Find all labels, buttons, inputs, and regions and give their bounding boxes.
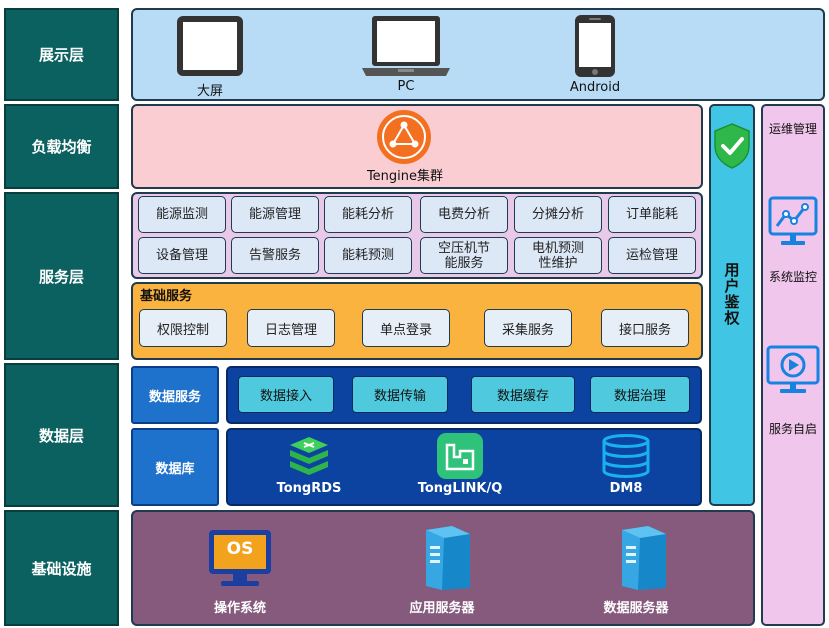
- layer-infra: 基础设施: [4, 510, 119, 626]
- infra-application-server: 应用服务器: [409, 601, 475, 616]
- user-auth-panel: [709, 104, 755, 506]
- data-cache: 数据缓存: [471, 376, 575, 413]
- base-permission-control: 权限控制: [139, 309, 227, 347]
- service-order-energy: 订单能耗: [608, 196, 696, 233]
- ops-service-autostart: 服务自启: [768, 422, 817, 436]
- user-auth-label: 用户鉴权: [722, 262, 741, 326]
- device-label-bigscreen: 大屏: [196, 84, 223, 99]
- ops-title: 运维管理: [768, 122, 817, 136]
- tonglinkq-label: TongLINK/Q: [417, 481, 503, 496]
- service-electricity-analysis: 电费分析: [420, 196, 508, 233]
- application-server-icon: [412, 524, 474, 592]
- dm8-label: DM8: [609, 481, 643, 496]
- business-services-panel: [131, 192, 703, 279]
- service-motor-maintenance: 电机预测性维护: [514, 237, 602, 274]
- base-log-management: 日志管理: [247, 309, 335, 347]
- display-panel: [131, 8, 825, 101]
- laptop-icon: [360, 14, 452, 78]
- tengine-cluster-icon: [376, 109, 432, 165]
- service-restart-icon: [766, 345, 820, 395]
- infra-operating-system: 操作系统: [213, 601, 266, 616]
- data-service-label: 数据服务: [148, 389, 201, 405]
- tablet-icon: [175, 14, 245, 78]
- database-label-box: 数据库: [131, 428, 219, 506]
- tonglinkq-icon: [436, 432, 484, 480]
- tongrds-icon: [286, 433, 332, 479]
- service-allocation-analysis: 分摊分析: [514, 196, 602, 233]
- dm8-database-icon: [601, 434, 651, 478]
- service-alarm: 告警服务: [231, 237, 319, 274]
- layer-load-balance: 负载均衡: [4, 104, 119, 189]
- service-air-compressor: 空压机节能服务: [420, 237, 508, 274]
- ops-system-monitor: 系统监控: [768, 270, 817, 284]
- tengine-cluster-label: Tengine集群: [366, 169, 444, 184]
- service-device-management: 设备管理: [138, 237, 226, 274]
- data-access: 数据接入: [238, 376, 334, 413]
- phone-icon: [573, 13, 617, 79]
- base-collection-service: 采集服务: [484, 309, 572, 347]
- service-energy-management: 能源管理: [231, 196, 319, 233]
- base-interface-service: 接口服务: [601, 309, 689, 347]
- data-service-label-box: 数据服务: [131, 366, 219, 424]
- device-label-android: Android: [569, 80, 621, 95]
- database-label: 数据库: [155, 461, 195, 477]
- os-icon: [207, 528, 273, 588]
- data-transmission: 数据传输: [352, 376, 448, 413]
- tongrds-label: TongRDS: [276, 481, 342, 496]
- service-energy-monitoring: 能源监测: [138, 196, 226, 233]
- service-energy-analysis: 能耗分析: [324, 196, 412, 233]
- user-auth-label-wrap: 用户鉴权: [709, 262, 755, 326]
- os-icon-text: OS: [226, 539, 254, 559]
- service-energy-forecast: 能耗预测: [324, 237, 412, 274]
- service-inspection-management: 运检管理: [608, 237, 696, 274]
- base-single-sign-on: 单点登录: [362, 309, 450, 347]
- data-server-icon: [608, 524, 670, 592]
- system-monitor-icon: [768, 196, 818, 248]
- layer-service: 服务层: [4, 192, 119, 360]
- data-governance: 数据治理: [590, 376, 690, 413]
- base-services-title: 基础服务: [140, 289, 193, 304]
- layer-display: 展示层: [4, 8, 119, 101]
- shield-check-icon: [712, 122, 752, 170]
- infra-data-server: 数据服务器: [603, 601, 669, 616]
- device-label-pc: PC: [397, 79, 415, 94]
- layer-data: 数据层: [4, 363, 119, 507]
